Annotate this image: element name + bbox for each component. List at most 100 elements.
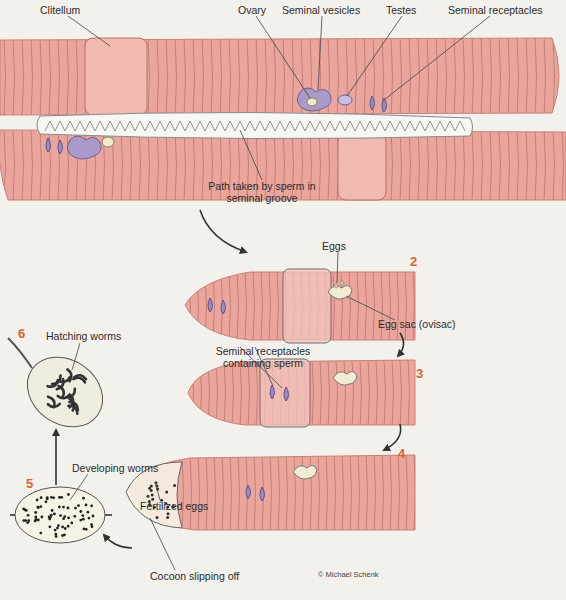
copyright-note: © Michael Schenk (318, 570, 428, 579)
segment-ring (139, 128, 141, 202)
segment-ring (277, 270, 279, 342)
embryo-dot (36, 506, 39, 509)
young-worm (48, 397, 55, 407)
embryo-dot (56, 527, 59, 530)
segment-ring (130, 128, 132, 202)
embryo-dot (55, 535, 58, 538)
segment-ring (508, 128, 510, 202)
egg-dot (173, 484, 176, 487)
segment-ring (384, 358, 386, 428)
segment-ring (205, 270, 207, 342)
segment-ring (312, 358, 314, 428)
embryo-dot (82, 497, 85, 500)
segment-ring (265, 36, 267, 118)
segment-ring (334, 453, 336, 532)
segment-ring (58, 128, 60, 202)
embryo-dot (63, 515, 66, 518)
segment-ring (49, 128, 51, 202)
leader-lines (68, 16, 490, 570)
segment-ring (49, 36, 51, 118)
egg-dot (165, 490, 168, 493)
embryo-dot (67, 525, 70, 528)
segment-ring (499, 128, 501, 202)
segment-ring (67, 128, 69, 202)
egg (334, 284, 338, 288)
segment-ring (238, 453, 240, 532)
segment-ring (374, 453, 376, 532)
segment-ring (342, 453, 344, 532)
embryo-dot (45, 500, 48, 503)
embryo-dot (74, 507, 77, 510)
segment-ring (409, 36, 411, 118)
young-worm (70, 399, 75, 411)
segment-ring (391, 128, 393, 202)
part-label: Testes (386, 4, 430, 16)
segment-ring (274, 36, 276, 118)
segment-ring (229, 36, 231, 118)
embryo-dot (92, 515, 95, 518)
embryo-dot (62, 506, 65, 509)
seminal-vesicle (67, 136, 101, 159)
segment-ring (253, 270, 255, 342)
segment-ring (472, 36, 474, 118)
segment-ring (214, 453, 216, 532)
embryo-dot (87, 511, 90, 514)
segment-ring (278, 453, 280, 532)
young-worm (59, 386, 64, 397)
cocoon (15, 487, 105, 543)
segment-ring (184, 36, 186, 118)
embryo-dot (82, 518, 85, 521)
segment-ring (4, 128, 6, 202)
segment-ring (326, 453, 328, 532)
embryo-dot (41, 516, 44, 519)
embryo-dot (36, 499, 39, 502)
young-worm (48, 380, 58, 387)
egg-sac (333, 371, 357, 385)
segment-ring (350, 453, 352, 532)
segment-ring (220, 36, 222, 118)
segment-ring (175, 128, 177, 202)
segment-ring (357, 270, 359, 342)
segment-ring (213, 270, 215, 342)
seminal-receptacle (46, 138, 63, 154)
segment-ring (413, 270, 415, 342)
embryo-dot (27, 519, 30, 522)
cocoon-tip (8, 338, 32, 368)
seminal-receptacle (208, 298, 226, 314)
segment-ring (22, 36, 24, 118)
embryo-dot (39, 532, 42, 535)
embryo-dot (70, 522, 73, 525)
segment-ring (391, 36, 393, 118)
segment-ring (376, 358, 378, 428)
segment-ring (445, 36, 447, 118)
developing-worms (22, 493, 94, 538)
embryo-dot (57, 524, 60, 527)
segment-ring (256, 36, 258, 118)
segment-ring (206, 453, 208, 532)
segment-ring (366, 453, 368, 532)
segment-ring (189, 270, 191, 342)
embryo-dot (77, 504, 80, 507)
segment-rings (4, 36, 564, 532)
segment-ring (499, 36, 501, 118)
embryo-dot (85, 528, 88, 531)
segment-ring (318, 453, 320, 532)
embryo-dot (81, 514, 84, 517)
part-label: Seminal receptacles (448, 4, 564, 16)
segment-ring (508, 36, 510, 118)
embryo-dot (67, 507, 70, 510)
hatching-worms (48, 369, 86, 413)
step-number: 6 (18, 326, 36, 341)
sperm-path (45, 121, 465, 131)
segment-ring (193, 128, 195, 202)
segment-ring (526, 128, 528, 202)
segment-ring (40, 128, 42, 202)
segment-ring (352, 358, 354, 428)
clitellum (283, 269, 331, 343)
segment-ring-group (4, 36, 564, 118)
segment-ring (400, 358, 402, 428)
segment-ring (472, 128, 474, 202)
segment-ring (229, 270, 231, 342)
segment-ring (349, 270, 351, 342)
